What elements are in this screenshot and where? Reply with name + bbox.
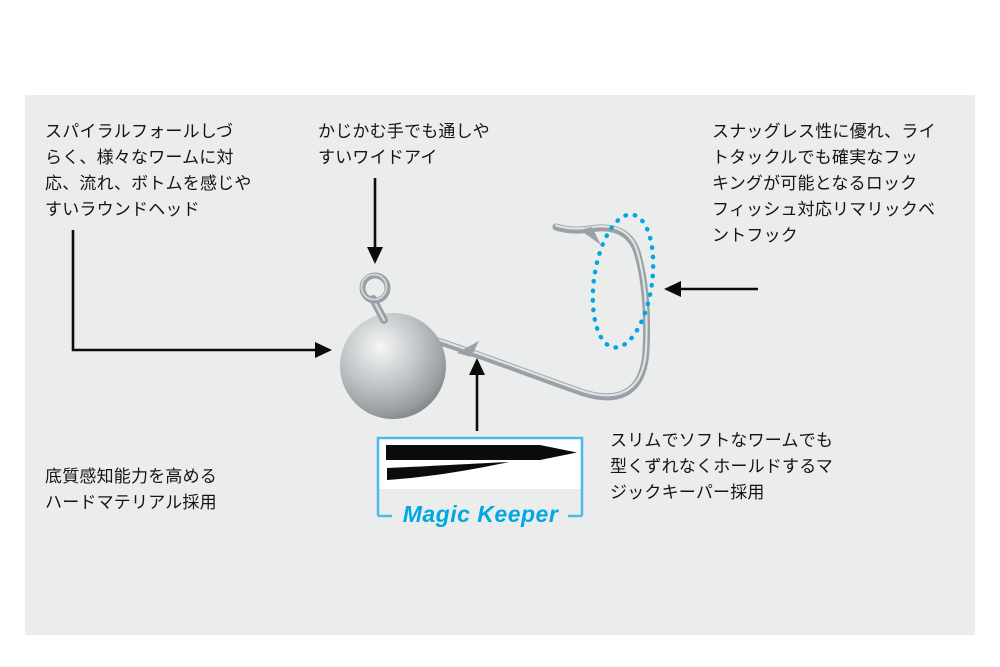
- arrow-bent-hook: [664, 281, 758, 297]
- dotted-ellipse-highlight: [590, 212, 656, 350]
- annotation-line: 型くずれなくホールドするマ: [610, 457, 833, 476]
- annotation-line: 底質感知能力を高める: [45, 467, 217, 486]
- annotation-line: トタックルでも確実なフッ: [712, 148, 918, 167]
- magic-keeper-label: Magic Keeper: [402, 501, 559, 527]
- annotation-line: フィッシュ対応リマリックベ: [712, 200, 936, 219]
- arrow-magic-keeper: [469, 358, 485, 431]
- annotation-line: スナッグレス性に優れ、ライ: [712, 122, 936, 141]
- eyelet: [359, 272, 391, 324]
- magic-keeper-box: [376, 436, 584, 518]
- arrow-round-head: [71, 230, 332, 358]
- jig-head-illustration: [340, 212, 656, 419]
- hook: [424, 223, 651, 401]
- annotation-magic-keeper-desc: スリムでソフトなワームでも 型くずれなくホールドするマ ジックキーパー採用: [610, 428, 833, 506]
- annotation-line: キングが可能となるロック: [712, 174, 918, 193]
- annotation-bent-hook: スナッグレス性に優れ、ライ トタックルでも確実なフッ キングが可能となるロック …: [712, 119, 936, 249]
- keeper-hook-shape: [387, 462, 509, 480]
- annotation-line: ハードマテリアル採用: [45, 493, 217, 512]
- annotation-line: スパイラルフォールしづ: [45, 122, 234, 141]
- annotation-line: スリムでソフトなワームでも: [610, 431, 834, 450]
- annotation-line: ントフック: [712, 226, 798, 245]
- arrow-wide-eye: [367, 178, 383, 264]
- annotation-line: 応、流れ、ボトムを感じや: [45, 174, 252, 193]
- annotation-hard-material: 底質感知能力を高める ハードマテリアル採用: [45, 464, 217, 516]
- annotation-line: すいワイドアイ: [318, 148, 438, 167]
- annotation-line: すいラウンドヘッド: [45, 200, 200, 219]
- annotation-round-head: スパイラルフォールしづ らく、様々なワームに対 応、流れ、ボトムを感じや すいラ…: [45, 119, 252, 223]
- hook-barb: [580, 227, 601, 245]
- keeper-bar-shape: [386, 445, 577, 460]
- annotation-wide-eye: かじかむ手でも通しや すいワイドアイ: [318, 119, 490, 171]
- annotation-line: かじかむ手でも通しや: [318, 122, 490, 141]
- annotation-line: ジックキーパー採用: [610, 483, 765, 502]
- lead-ball: [340, 313, 446, 419]
- annotation-line: らく、様々なワームに対: [45, 148, 234, 167]
- keeper-wire: [457, 341, 479, 357]
